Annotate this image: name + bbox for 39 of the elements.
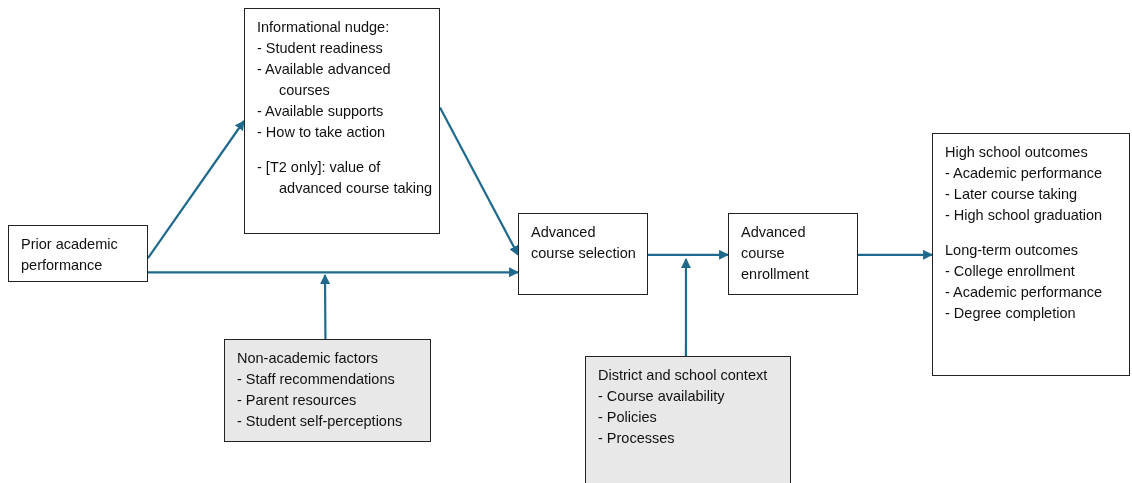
- list-item: - Student readiness: [257, 39, 384, 58]
- arrow: [648, 249, 729, 260]
- box-heading: Non-academic factors: [237, 349, 380, 368]
- arrow: [858, 249, 933, 260]
- list-item: - Degree completion: [945, 304, 1077, 323]
- arrow: [681, 258, 691, 356]
- process-box: [8, 225, 148, 282]
- list-item: - How to take action: [257, 123, 387, 142]
- list-item: - Available supports: [257, 102, 385, 121]
- box-label: Advanced course enrollment: [741, 223, 810, 284]
- list-item: - Later course taking: [945, 185, 1079, 204]
- factor-box: [224, 339, 431, 442]
- list-item: - Academic performance: [945, 164, 1104, 183]
- outcome-box: [932, 133, 1130, 376]
- list-item: - Policies: [598, 408, 658, 427]
- list-item: - Processes: [598, 429, 676, 448]
- process-box: [518, 213, 648, 295]
- list-item: - Staff recommendations: [237, 370, 396, 389]
- list-item: - Parent resources: [237, 391, 358, 410]
- box-heading: District and school context: [598, 366, 769, 385]
- box-heading: Long-term outcomes: [945, 241, 1079, 260]
- list-item: - [T2 only]: value of advanced course taking: [257, 158, 433, 198]
- list-item: - Course availability: [598, 387, 726, 406]
- box-label: Prior academic performance: [21, 235, 119, 275]
- box-heading: High school outcomes: [945, 143, 1089, 162]
- arrow: [320, 274, 330, 339]
- intervention-box: [244, 8, 440, 234]
- list-item: - College enrollment: [945, 262, 1076, 281]
- box-label: Advanced course selection: [531, 223, 637, 263]
- arrow: [147, 120, 245, 259]
- list-item: - Student self-perceptions: [237, 412, 404, 431]
- process-box: [728, 213, 858, 295]
- arrow: [439, 106, 519, 256]
- arrow: [148, 267, 519, 278]
- context-box: [585, 356, 791, 483]
- list-item: - Available advanced courses: [257, 60, 392, 100]
- list-item: - Academic performance: [945, 283, 1104, 302]
- box-heading: Informational nudge:: [257, 18, 391, 37]
- list-item: - High school graduation: [945, 206, 1104, 225]
